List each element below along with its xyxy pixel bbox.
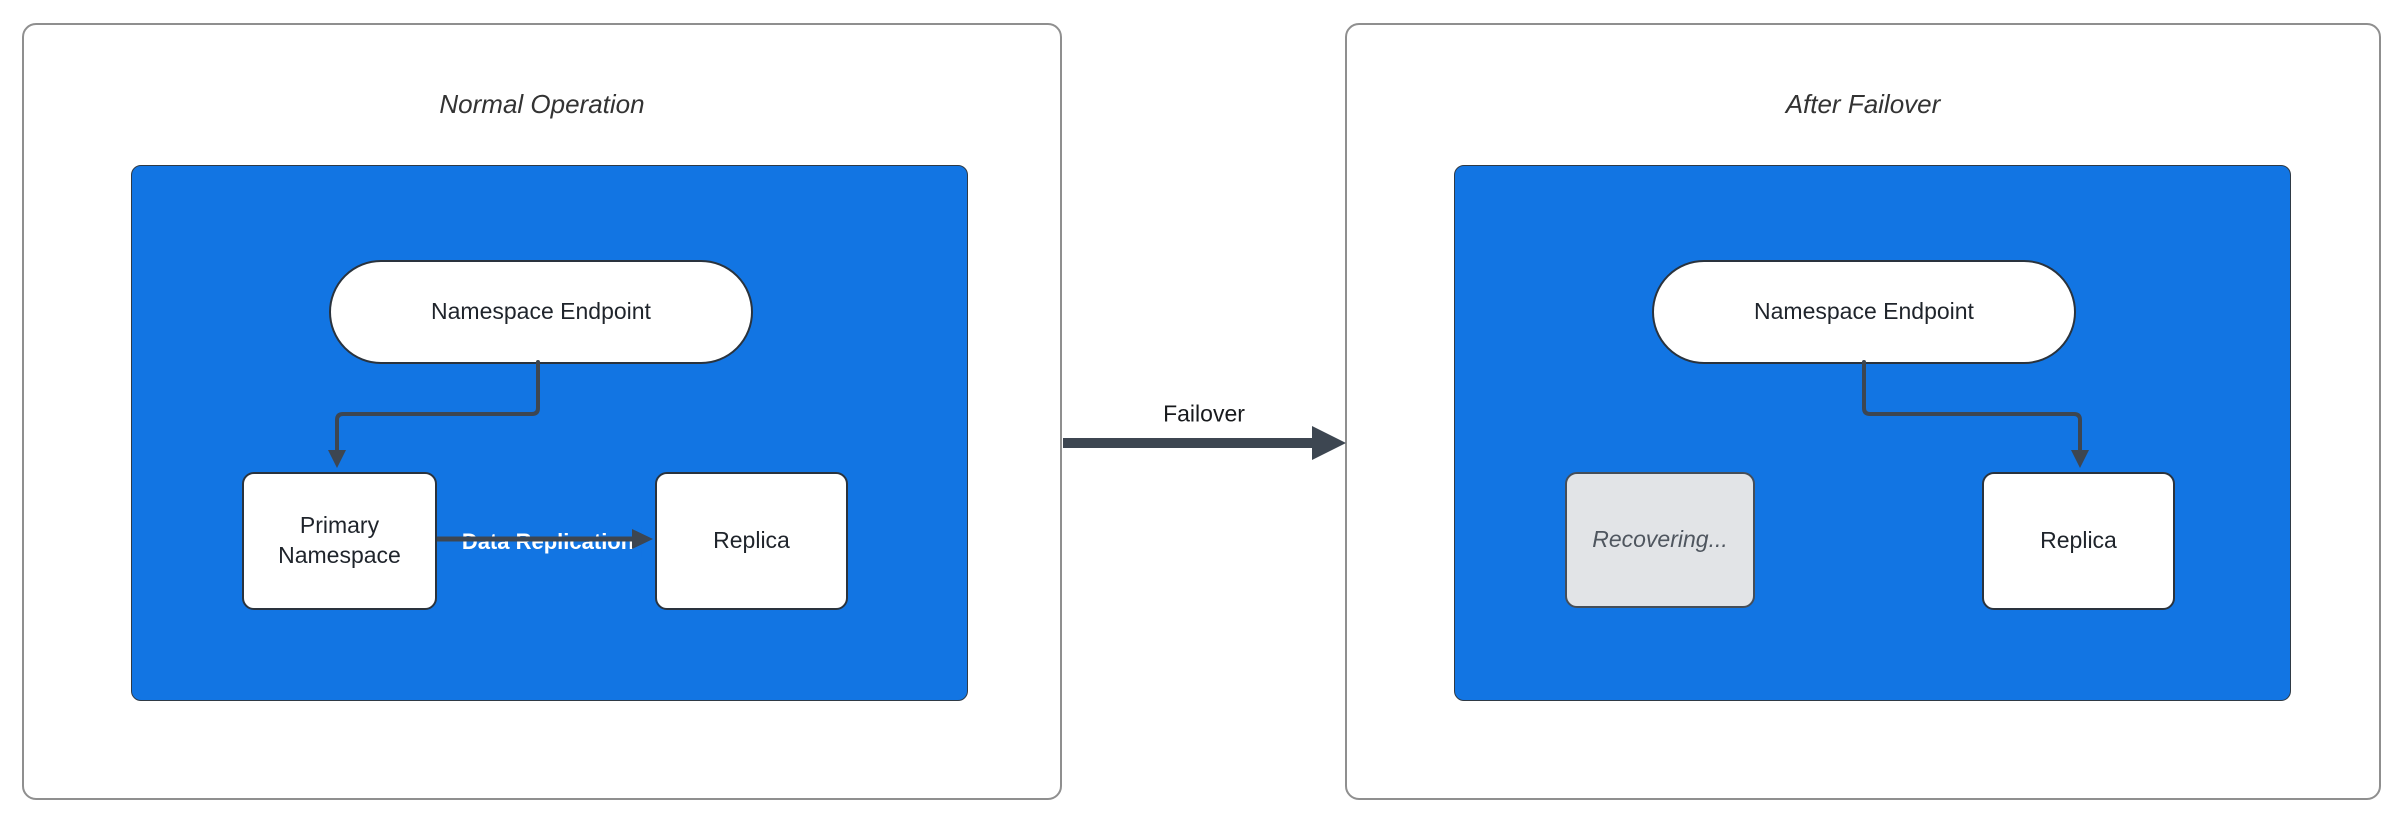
edge-label-failover: Failover [1163,400,1245,427]
node-primary-namespace: Primary Namespace [242,472,437,610]
panel-after-failover: After Failover Namespace Endpoint Recove… [1345,23,2381,800]
node-label: Namespace Endpoint [431,298,651,325]
panel-normal-operation: Normal Operation Namespace Endpoint Prim… [22,23,1062,800]
node-replica-normal: Replica [655,472,848,610]
namespace-container-normal [131,165,968,701]
panel-title-normal-operation: Normal Operation [439,89,645,119]
node-replica-failover: Replica [1982,472,2175,610]
node-recovering: Recovering... [1565,472,1755,608]
node-label: Replica [2040,527,2117,554]
panel-title-after-failover: After Failover [1785,89,1941,119]
node-label: Replica [713,527,790,554]
edge-label-data-replication: Data Replication [453,527,643,557]
arrowhead-failover [1312,426,1346,460]
node-label: Recovering... [1592,526,1728,553]
node-namespace-endpoint-normal: Namespace Endpoint [329,260,753,364]
node-namespace-endpoint-failover: Namespace Endpoint [1652,260,2076,364]
namespace-container-failover [1454,165,2291,701]
node-label: Primary Namespace [278,512,401,568]
node-label: Namespace Endpoint [1754,298,1974,325]
